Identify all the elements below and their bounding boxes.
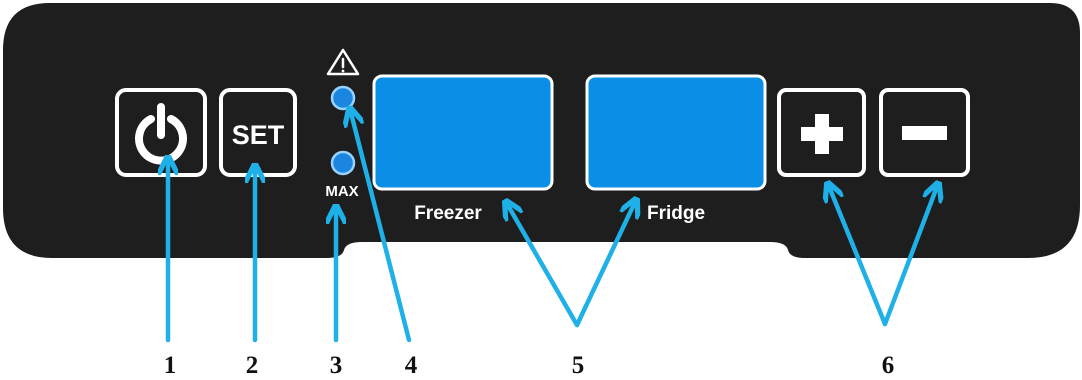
plus-button[interactable] — [777, 88, 866, 177]
callout-number-3: 3 — [330, 352, 343, 379]
fridge-display — [585, 74, 767, 191]
callout-arrow-5b — [574, 200, 636, 328]
callout-number-2: 2 — [246, 352, 259, 379]
freezer-label: Freezer — [414, 203, 482, 224]
set-button-label: SET — [232, 120, 285, 150]
set-button[interactable]: SET — [219, 88, 297, 177]
callout-arrow-6a — [828, 184, 888, 327]
warning-triangle-icon — [326, 48, 360, 76]
callout-number-1: 1 — [164, 352, 177, 379]
callout-arrow-6b — [882, 184, 938, 327]
max-label: MAX — [325, 183, 358, 200]
minus-button[interactable] — [879, 88, 970, 177]
power-button[interactable] — [115, 88, 207, 177]
callout-number-6: 6 — [882, 352, 895, 379]
callout-number-5: 5 — [572, 352, 585, 379]
minus-icon — [902, 126, 947, 140]
fridge-label: Fridge — [647, 203, 705, 224]
max-led — [330, 150, 356, 176]
callout-arrow-4 — [350, 109, 412, 343]
callout-arrow-5a — [506, 202, 580, 328]
callout-number-4: 4 — [405, 352, 418, 379]
alarm-led — [330, 85, 356, 111]
freezer-display — [372, 74, 554, 191]
plus-icon — [801, 114, 843, 154]
